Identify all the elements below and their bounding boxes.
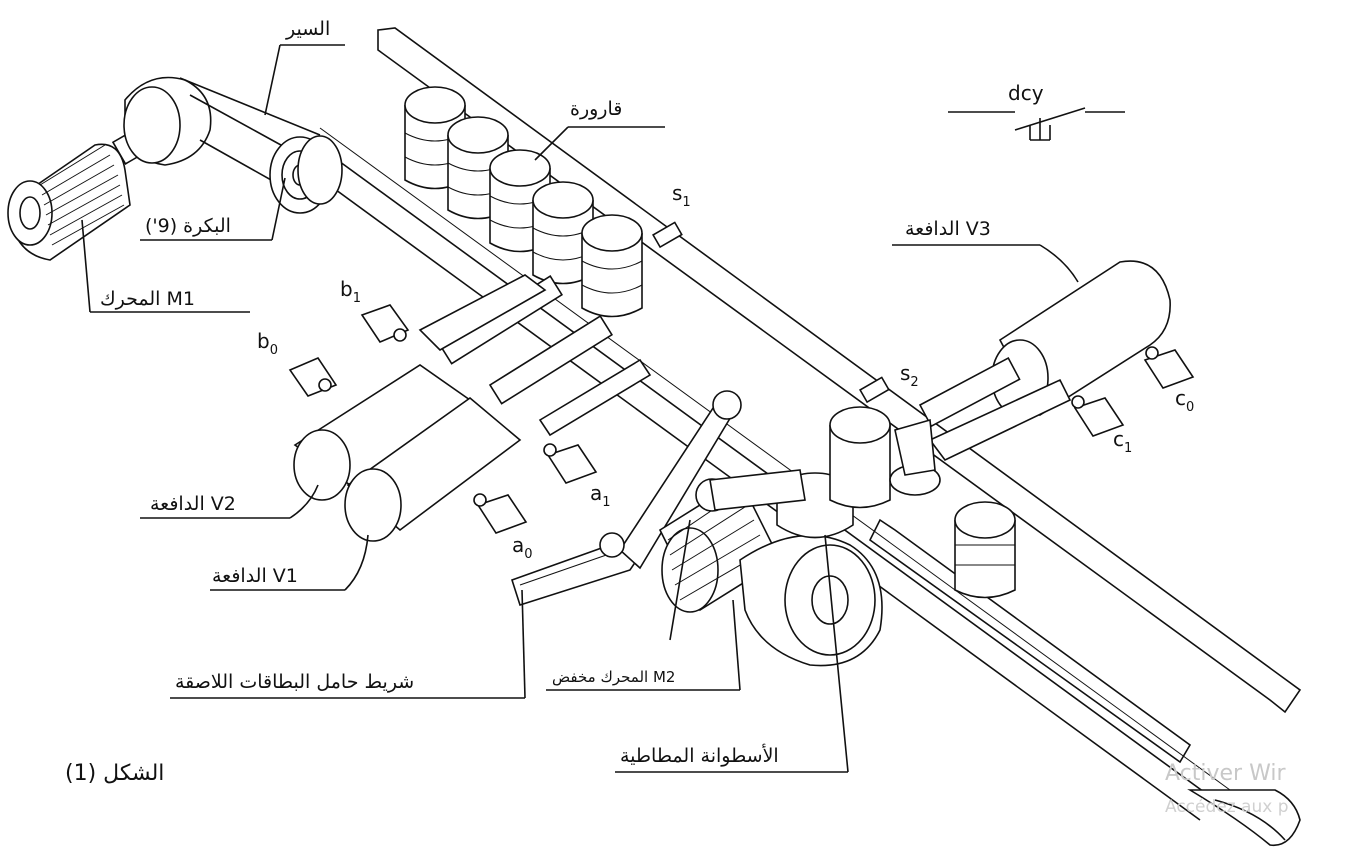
pusher-v3	[918, 260, 1171, 462]
sensor-label-s2: s2	[900, 361, 919, 390]
labeling-bottles	[829, 406, 1016, 599]
dcy-switch-symbol	[948, 107, 1125, 141]
watermark-line-2: Accédez aux p	[1165, 797, 1289, 817]
sensor-label-c1: c1	[1113, 427, 1132, 456]
sensor-b0	[288, 357, 338, 397]
motor-m2	[658, 478, 883, 667]
sensor-label-s1: s1	[672, 181, 691, 210]
leader-lines	[81, 44, 1079, 773]
sensor-s1	[652, 221, 683, 249]
label-pusher-v2: الدافعة V2	[150, 493, 236, 515]
sensor-label-c0: c0	[1175, 386, 1194, 415]
sensor-b1	[360, 304, 410, 343]
bottles-row	[404, 86, 643, 318]
sensor-label-a1: a1	[590, 481, 611, 510]
sensor-labels: s1 s2 b1 b0 a1 a0 c1 c0	[257, 181, 1194, 562]
sensor-c0	[1143, 346, 1195, 389]
pusher-v1	[344, 315, 614, 542]
sensor-label-a0: a0	[512, 533, 533, 562]
sensor-a0	[473, 493, 528, 534]
sensor-c1	[1071, 395, 1125, 437]
label-pulley: البكرة (9')	[145, 215, 231, 237]
watermark-line-1: Activer Wir	[1165, 761, 1286, 786]
sensor-label-b1: b1	[340, 277, 361, 306]
label-belt: السير	[285, 18, 330, 40]
belt-drive	[179, 77, 321, 186]
label-strip-arm	[511, 390, 742, 607]
label-bottle: قارورة	[570, 98, 622, 120]
sensor-symbols	[288, 221, 1195, 534]
text-labels: السير قارورة البكرة (9') المحرك M1 الداف…	[65, 18, 1044, 786]
figure-caption: الشكل (1)	[65, 761, 164, 786]
label-motor-m1: المحرك M1	[100, 288, 195, 310]
label-rubber-cylinder: الأسطوانة المطاطية	[620, 744, 779, 767]
label-dcy: dcy	[1008, 81, 1044, 105]
bottle	[581, 214, 643, 318]
sensor-a1	[543, 443, 598, 484]
label-motor-m2: المحرك مخفض M2	[552, 668, 675, 686]
label-pusher-v1: الدافعة V1	[212, 565, 298, 587]
label-pusher-v3: الدافعة V3	[905, 218, 991, 240]
label-label-strip: شريط حامل البطاقات اللاصقة	[175, 671, 414, 693]
pulley	[269, 135, 343, 214]
motor-m1	[7, 76, 212, 261]
sensor-s2	[859, 376, 890, 404]
activation-watermark: Activer Wir Accédez aux p	[1165, 761, 1289, 817]
sensor-label-b0: b0	[257, 329, 278, 358]
